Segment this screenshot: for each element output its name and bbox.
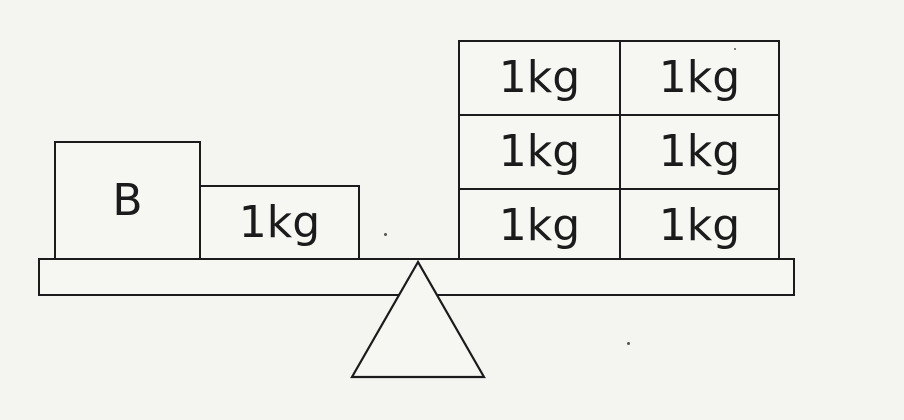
scan-speck [384, 233, 387, 236]
right-weight-r1c2: 1kg [621, 42, 778, 114]
block-b: B [54, 141, 201, 260]
right-weight-r2c1: 1kg [460, 116, 619, 188]
weight-label: 1kg [498, 199, 581, 251]
right-weight-r1c1: 1kg [460, 42, 619, 114]
weight-label: 1kg [498, 126, 581, 177]
scan-speck [627, 342, 630, 345]
fulcrum-shape [350, 259, 486, 379]
stack-divider-column [619, 42, 621, 261]
block-b-label: B [112, 174, 143, 226]
right-weight-r2c2: 1kg [621, 116, 778, 188]
weight-label: 1kg [658, 199, 741, 251]
right-weight-r3c1: 1kg [460, 190, 619, 261]
right-weight-r3c2: 1kg [621, 190, 778, 261]
weight-label: 1kg [498, 52, 581, 103]
left-weight-label: 1kg [238, 196, 321, 248]
weight-label: 1kg [658, 126, 741, 177]
weight-label: 1kg [658, 52, 741, 103]
scan-speck [734, 48, 736, 50]
right-weight-stack: 1kg 1kg 1kg 1kg 1kg 1kg [458, 40, 780, 263]
